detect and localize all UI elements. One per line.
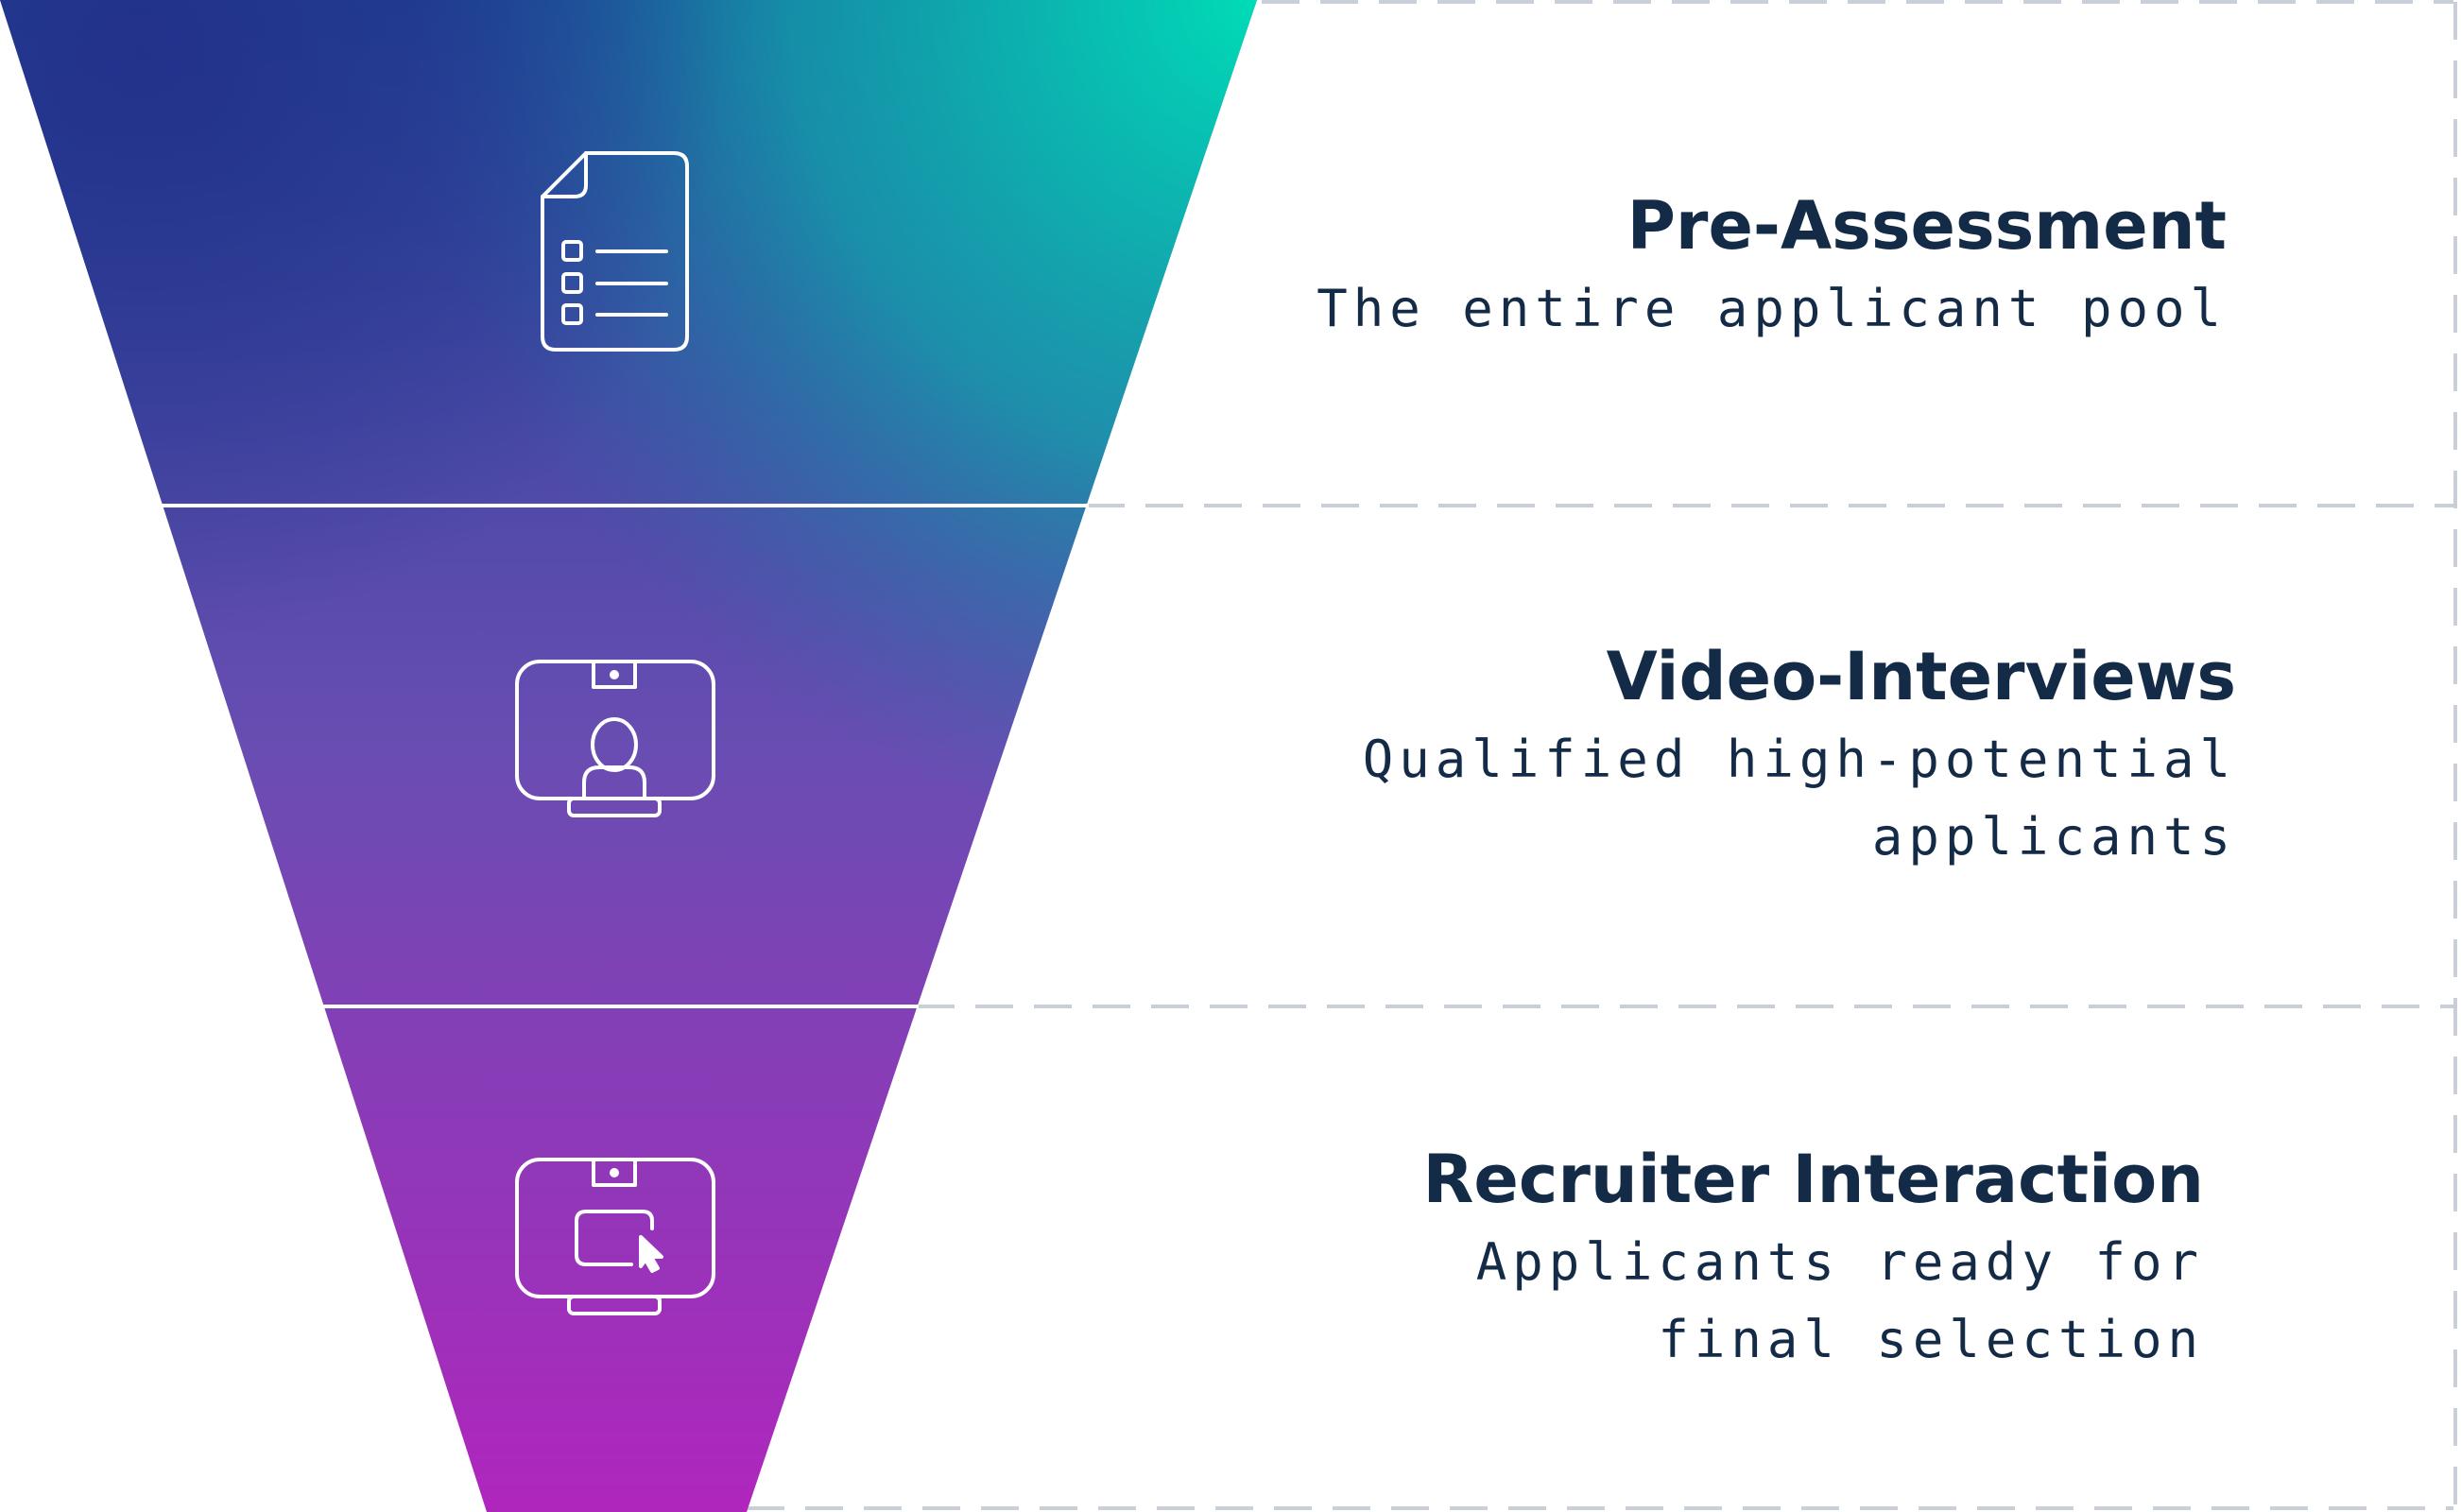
- stage-subtitle: The entire applicant pool: [1317, 270, 2227, 348]
- checklist-document-icon: [541, 151, 689, 352]
- monitor-chat-cursor-icon: [515, 1158, 715, 1315]
- stage-title: Pre-Assessment: [1626, 187, 2227, 265]
- stage-subtitle-line: applicants: [1871, 807, 2236, 867]
- stage-subtitle-line: The entire applicant pool: [1317, 279, 2227, 338]
- stage-subtitle-line: Applicants ready for: [1475, 1232, 2204, 1292]
- stage-subtitle-line: Qualified high-potential: [1362, 730, 2236, 789]
- stage-subtitle-line: final selection: [1658, 1310, 2204, 1369]
- stage-subtitle: Qualified high-potential applicants: [1363, 721, 2236, 876]
- stage-title: Video-Interviews: [1606, 638, 2236, 715]
- video-call-person-icon: [515, 660, 715, 817]
- stage-frame: [747, 0, 2457, 1510]
- funnel-shape: [0, 0, 1257, 1512]
- stage-title: Recruiter Interaction: [1422, 1141, 2205, 1218]
- stage-recruiter-interaction: Recruiter Interaction Applicants ready f…: [1423, 1141, 2205, 1379]
- stage-video-interviews: Video-Interviews Qualified high-potentia…: [1363, 638, 2236, 876]
- stage-pre-assessment: Pre-Assessment The entire applicant pool: [1317, 187, 2227, 348]
- stage-subtitle: Applicants ready for final selection: [1423, 1224, 2205, 1379]
